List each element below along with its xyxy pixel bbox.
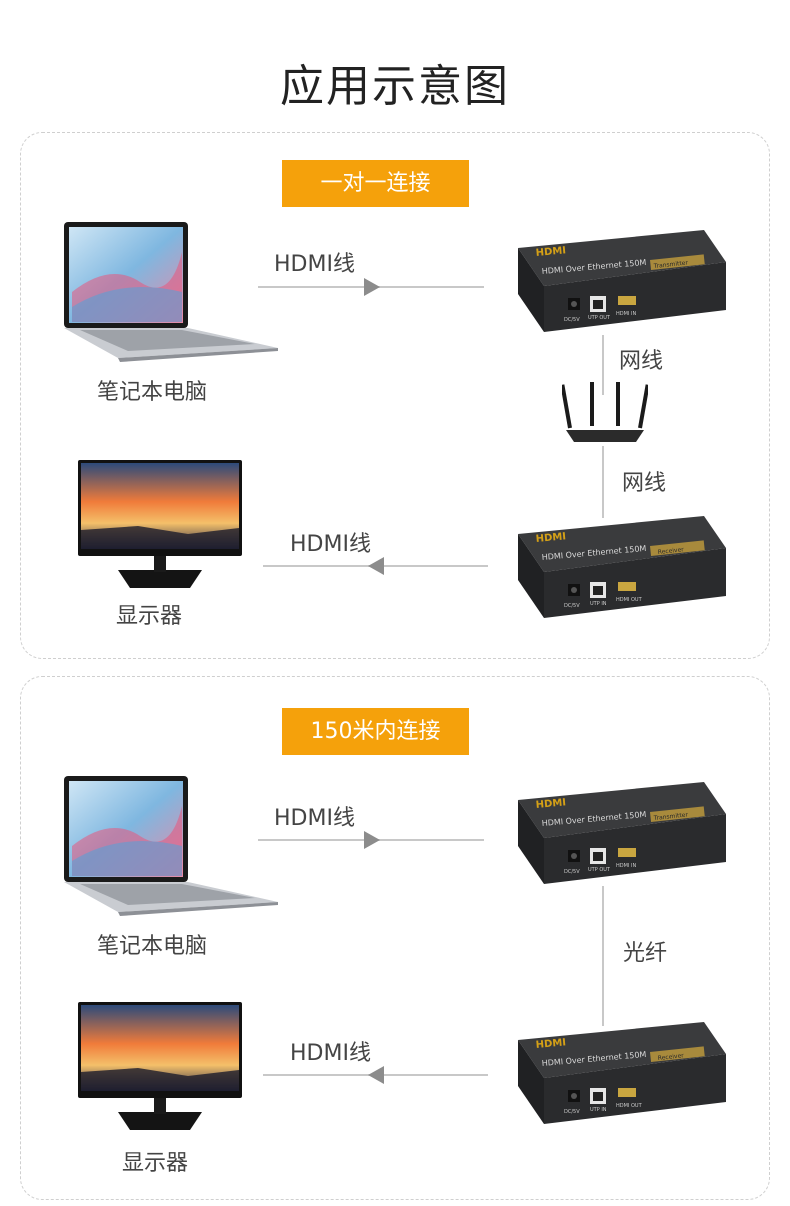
page-title: 应用示意图	[0, 50, 790, 114]
monitor-label-2: 显示器	[122, 1145, 188, 1177]
port-dc-label: DC/5V	[564, 1109, 580, 1115]
badge-150m: 150米内连接	[282, 708, 469, 755]
fiber-cable-line	[602, 886, 604, 1026]
hdmi-cable-label: HDMI线	[274, 246, 355, 278]
laptop-icon	[60, 222, 280, 362]
router-icon	[562, 382, 648, 446]
laptop-label: 笔记本电脑	[97, 374, 207, 406]
transmitter-device-2: HDMI HDMI Over Ethernet 150M Transmitter…	[514, 778, 730, 888]
badge-one-to-one: 一对一连接	[282, 160, 469, 207]
arrow-left-icon-2	[368, 1066, 384, 1084]
port-dc-label: DC/5V	[564, 603, 580, 609]
hdmi-cable-label-4: HDMI线	[290, 1035, 371, 1067]
hdmi-cable-label-3: HDMI线	[274, 800, 355, 832]
network-cable-label: 网线	[619, 343, 663, 375]
laptop-label-2: 笔记本电脑	[97, 928, 207, 960]
laptop-icon-2	[60, 776, 280, 916]
port-utp-in-label: UTP IN	[590, 601, 607, 607]
hdmi-cable-label-2: HDMI线	[290, 526, 371, 558]
port-utp-out-label: UTP OUT	[588, 315, 611, 321]
monitor-icon-2	[78, 1002, 242, 1134]
arrow-right-icon-2	[364, 831, 380, 849]
transmitter-device: HDMI HDMI Over Ethernet 150M Transmitter…	[514, 226, 730, 336]
monitor-label: 显示器	[116, 598, 182, 630]
port-hdmi-in-label: HDMI IN	[616, 311, 636, 317]
port-hdmi-out-label: HDMI OUT	[616, 1103, 643, 1109]
network-cable-label-2: 网线	[622, 465, 666, 497]
port-dc-label: DC/5V	[564, 869, 580, 875]
receiver-device-2: HDMI HDMI Over Ethernet 150M Receiver DC…	[514, 1018, 730, 1128]
port-utp-in-label: UTP IN	[590, 1107, 607, 1113]
receiver-device: HDMI HDMI Over Ethernet 150M Receiver DC…	[514, 512, 730, 622]
port-hdmi-in-label: HDMI IN	[616, 863, 636, 869]
fiber-cable-label: 光纤	[623, 935, 667, 967]
port-hdmi-out-label: HDMI OUT	[616, 597, 643, 603]
network-cable-line-2	[602, 446, 604, 518]
arrow-left-icon	[368, 557, 384, 575]
port-dc-label: DC/5V	[564, 317, 580, 323]
arrow-right-icon	[364, 278, 380, 296]
monitor-icon	[78, 460, 242, 592]
port-utp-out-label: UTP OUT	[588, 867, 611, 873]
